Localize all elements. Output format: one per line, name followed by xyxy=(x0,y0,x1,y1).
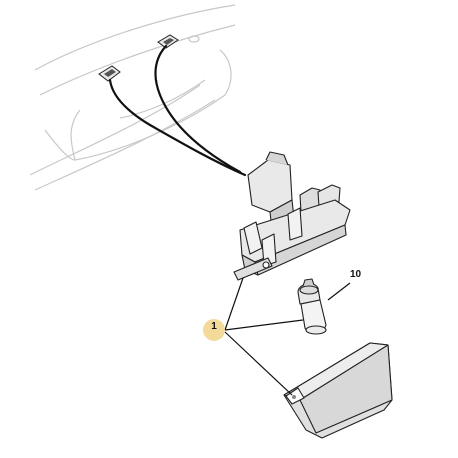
tailgate-socket-left xyxy=(98,65,121,82)
bulb xyxy=(297,278,327,335)
callout-1-highlight xyxy=(203,319,225,341)
leader-line-bulb xyxy=(224,319,304,331)
leader-line-10 xyxy=(327,282,351,301)
callout-label-1: 1 xyxy=(211,321,217,332)
leader-line-housing xyxy=(224,277,244,331)
lamp-lens xyxy=(283,342,393,439)
wiring-harness xyxy=(108,44,247,177)
leader-line-lens xyxy=(224,331,293,396)
tailgate-socket-right xyxy=(157,34,179,49)
lamp-housing xyxy=(233,151,351,281)
tailgate-outline xyxy=(29,4,236,191)
callout-label-10: 10 xyxy=(350,269,362,280)
leader-lines xyxy=(224,277,351,396)
